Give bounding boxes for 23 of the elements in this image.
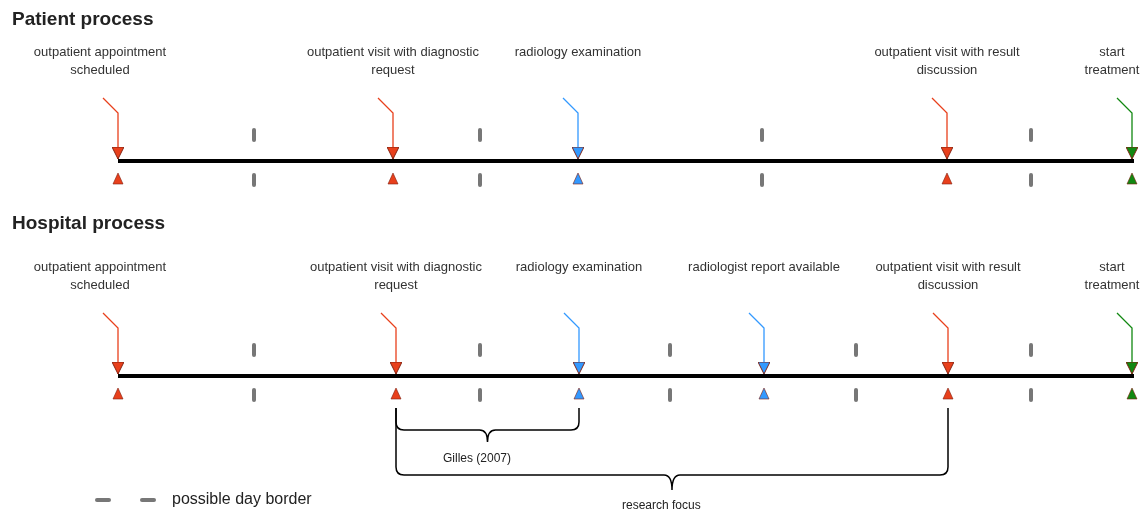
event-arrow (377, 97, 400, 160)
event-label: outpatient appointment scheduled (10, 43, 190, 79)
bracket-label: research focus (622, 498, 701, 512)
timeline-bar (118, 374, 1134, 378)
event-arrow (932, 312, 955, 375)
event-arrow (931, 97, 954, 160)
event-arrow (380, 312, 403, 375)
event-arrow (562, 97, 585, 160)
event-arrow (748, 312, 771, 375)
legend-text: possible day border (172, 490, 312, 508)
bracket-label: Gilles (2007) (443, 451, 512, 465)
timeline-bar (118, 159, 1134, 163)
event-label: outpatient visit with result discussion (852, 43, 1042, 79)
event-arrow (102, 97, 125, 160)
event-label: outpatient appointment scheduled (10, 258, 190, 294)
event-label: start treatment (1072, 258, 1142, 294)
event-arrow (1116, 97, 1139, 160)
section-heading: Patient process (12, 8, 154, 30)
event-label: start treatment (1072, 43, 1142, 79)
event-arrow (1116, 312, 1139, 375)
event-arrow (102, 312, 125, 375)
section-heading: Hospital process (12, 212, 166, 234)
event-arrow (563, 312, 586, 375)
